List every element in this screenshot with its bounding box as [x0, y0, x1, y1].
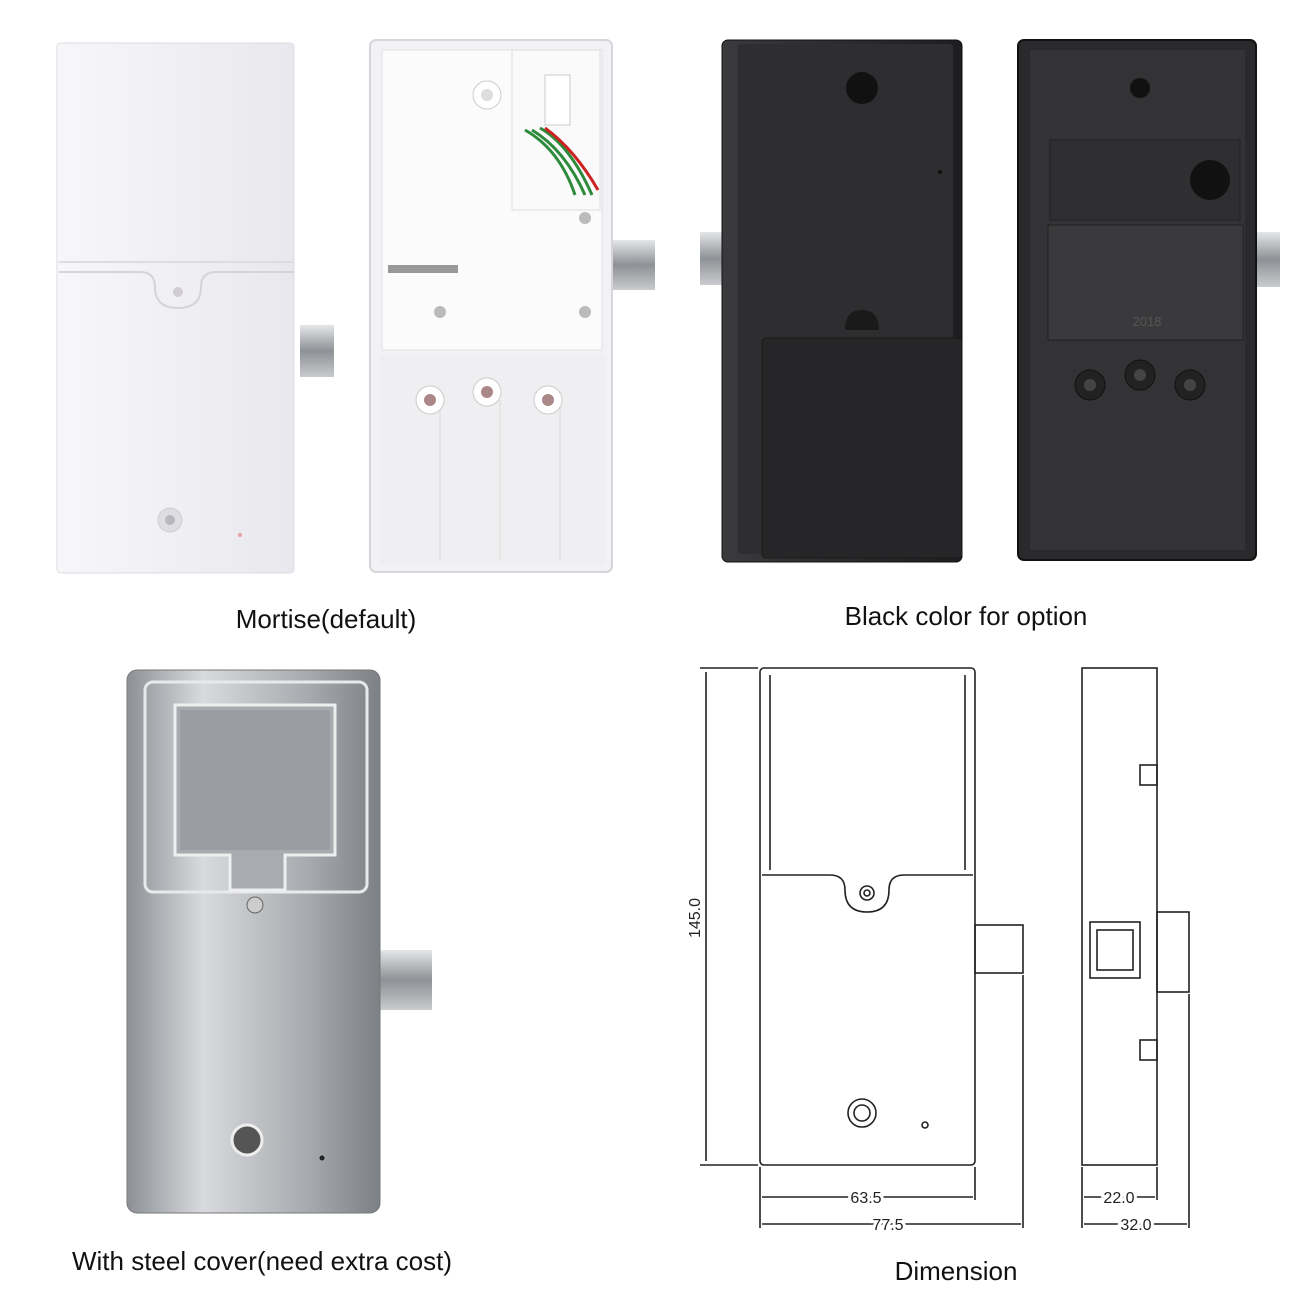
dim-outer-width: 77.5: [872, 1217, 903, 1234]
black-back-marking: 2018: [1133, 314, 1162, 329]
dim-side-outer: 32.0: [1120, 1217, 1151, 1234]
caption-dimension: Dimension: [894, 1256, 1018, 1286]
dim-inner-width: 63.5: [850, 1190, 881, 1207]
dimension-drawing: [700, 667, 1190, 1228]
dim-side-inner: 22.0: [1103, 1190, 1134, 1207]
dim-height: 145.0: [687, 898, 704, 938]
caption-steel: With steel cover(need extra cost): [71, 1246, 453, 1276]
caption-black: Black color for option: [844, 601, 1088, 631]
caption-mortise: Mortise(default): [235, 604, 417, 634]
